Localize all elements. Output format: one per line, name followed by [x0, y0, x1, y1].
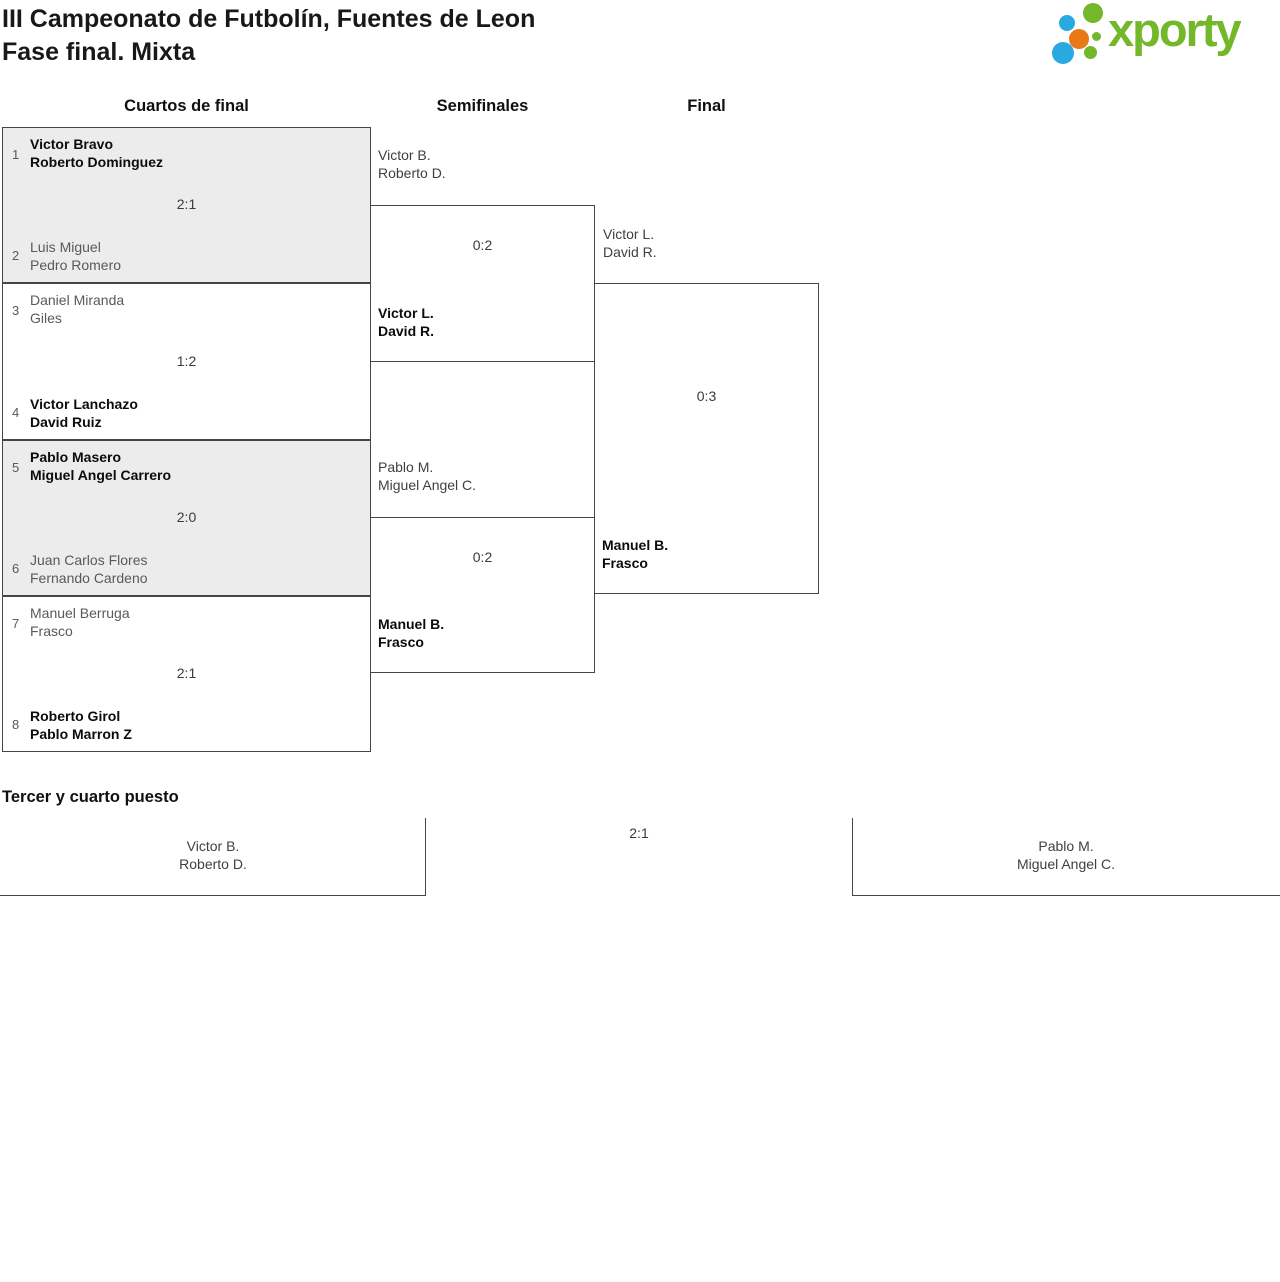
- xporty-logo[interactable]: xporty: [1048, 0, 1276, 76]
- final-match: 0:3 Manuel B. Frasco: [594, 283, 819, 594]
- team-names: Juan Carlos Flores Fernando Cardeno: [30, 552, 148, 587]
- seed-number: 1: [12, 147, 20, 162]
- team-name-line: David Ruiz: [30, 413, 102, 430]
- semifinal-match-1: 0:2 Victor L. David R.: [370, 205, 595, 362]
- match-score: 2:1: [176, 196, 197, 212]
- team-name-line: Luis Miguel: [30, 239, 101, 255]
- team-name-line: Manuel B.: [378, 616, 445, 632]
- semifinal1-top-team: Victor B. Roberto D.: [378, 147, 446, 182]
- bracket-line: [425, 818, 426, 896]
- page-title-line1: III Campeonato de Futbolín, Fuentes de L…: [2, 5, 536, 33]
- team-names: Victor Lanchazo David Ruiz: [30, 396, 138, 431]
- team-name-line: Pablo Marron Z: [30, 725, 132, 742]
- team-name-line: Frasco: [602, 554, 648, 571]
- logo-dot-icon: [1052, 42, 1074, 64]
- quarterfinal-match-1: 1 Victor Bravo Roberto Dominguez 2:1 2 L…: [2, 127, 371, 283]
- team-names: Luis Miguel Pedro Romero: [30, 239, 121, 274]
- team-name-line: Miguel Angel C.: [378, 476, 477, 493]
- team-name-line: Juan Carlos Flores: [30, 552, 148, 568]
- bracket-line: [852, 895, 1280, 896]
- seed-number: 6: [12, 561, 20, 576]
- third-place-score: 2:1: [629, 825, 649, 841]
- logo-dot-icon: [1069, 29, 1089, 49]
- match-score: 2:1: [176, 665, 197, 681]
- semifinal2-bottom-team: Manuel B. Frasco: [378, 616, 444, 651]
- team-name-line: Manuel Berruga: [30, 605, 130, 621]
- match-score: 0:2: [472, 237, 493, 253]
- quarterfinal-match-3: 5 Pablo Masero Miguel Angel Carrero 2:0 …: [2, 440, 371, 596]
- team-name-line: Roberto D.: [378, 164, 446, 181]
- team-name-line: Manuel B.: [602, 537, 669, 553]
- seed-number: 7: [12, 616, 20, 631]
- team-names: Daniel Miranda Giles: [30, 292, 124, 327]
- team-name-line: David R.: [378, 322, 435, 339]
- team-name-line: Miguel Angel C.: [1016, 855, 1116, 872]
- semifinal1-bottom-team: Victor L. David R.: [378, 305, 434, 340]
- match-score: 0:2: [472, 549, 493, 565]
- team-names: Manuel Berruga Frasco: [30, 605, 130, 640]
- seed-number: 2: [12, 248, 20, 263]
- team-name-line: David R.: [603, 243, 657, 260]
- team-name-line: Victor L.: [603, 226, 655, 242]
- match-score: 0:3: [696, 388, 717, 404]
- team-name-line: Victor Lanchazo: [30, 396, 138, 412]
- third-place-header: Tercer y cuarto puesto: [2, 788, 179, 806]
- team-name-line: Frasco: [30, 622, 73, 639]
- bracket-line: [0, 895, 426, 896]
- team-names: Pablo Masero Miguel Angel Carrero: [30, 449, 171, 484]
- final-top-team: Victor L. David R.: [603, 226, 657, 261]
- logo-dot-icon: [1084, 46, 1097, 59]
- team-name-line: Victor Bravo: [30, 136, 113, 152]
- final-bottom-team: Manuel B. Frasco: [602, 537, 668, 572]
- bracket-line: [852, 818, 853, 896]
- team-name-line: Giles: [30, 309, 62, 326]
- team-name-line: Miguel Angel Carrero: [30, 466, 172, 483]
- match-score: 2:0: [176, 509, 197, 525]
- team-name-line: Pablo M.: [378, 459, 434, 475]
- team-name-line: Fernando Cardeno: [30, 569, 148, 586]
- team-name-line: Pablo M.: [1038, 838, 1094, 854]
- seed-number: 4: [12, 405, 20, 420]
- team-name-line: Victor B.: [186, 838, 240, 854]
- logo-dot-icon: [1092, 32, 1101, 41]
- team-names: Victor Bravo Roberto Dominguez: [30, 136, 163, 171]
- team-name-line: Roberto Dominguez: [30, 153, 163, 170]
- page-title: III Campeonato de Futbolín, Fuentes de L…: [2, 3, 535, 69]
- match-score: 1:2: [176, 352, 197, 369]
- team-name-line: Victor B.: [378, 147, 431, 163]
- team-name-line: Pedro Romero: [30, 256, 122, 273]
- team-name-line: Pablo Masero: [30, 449, 122, 465]
- team-name-line: Frasco: [378, 633, 424, 650]
- round-header-semifinals: Semifinales: [436, 97, 529, 115]
- semifinal-match-2: 0:2 Manuel B. Frasco: [370, 517, 595, 673]
- team-name-line: Roberto Girol: [30, 708, 121, 724]
- logo-wordmark: xporty: [1108, 3, 1242, 56]
- seed-number: 5: [12, 460, 20, 475]
- team-name-line: Daniel Miranda: [30, 292, 125, 308]
- seed-number: 8: [12, 717, 20, 732]
- seed-number: 3: [12, 303, 20, 318]
- team-name-line: Roberto D.: [179, 855, 247, 872]
- page-title-line2: Fase final. Mixta: [2, 38, 196, 66]
- semifinal2-top-team: Pablo M. Miguel Angel C.: [378, 459, 476, 494]
- round-header-final: Final: [687, 97, 726, 115]
- logo-dot-icon: [1059, 15, 1075, 31]
- third-place-left-team: Victor B. Roberto D.: [0, 838, 426, 873]
- quarterfinal-match-2: 3 Daniel Miranda Giles 1:2 4 Victor Lanc…: [2, 283, 371, 440]
- round-header-quarterfinals: Cuartos de final: [124, 97, 249, 115]
- logo-dot-icon: [1083, 3, 1103, 23]
- team-name-line: Victor L.: [378, 305, 434, 321]
- team-names: Roberto Girol Pablo Marron Z: [30, 708, 132, 743]
- third-place-right-team: Pablo M. Miguel Angel C.: [852, 838, 1280, 873]
- quarterfinal-match-4: 7 Manuel Berruga Frasco 2:1 8 Roberto Gi…: [2, 596, 371, 752]
